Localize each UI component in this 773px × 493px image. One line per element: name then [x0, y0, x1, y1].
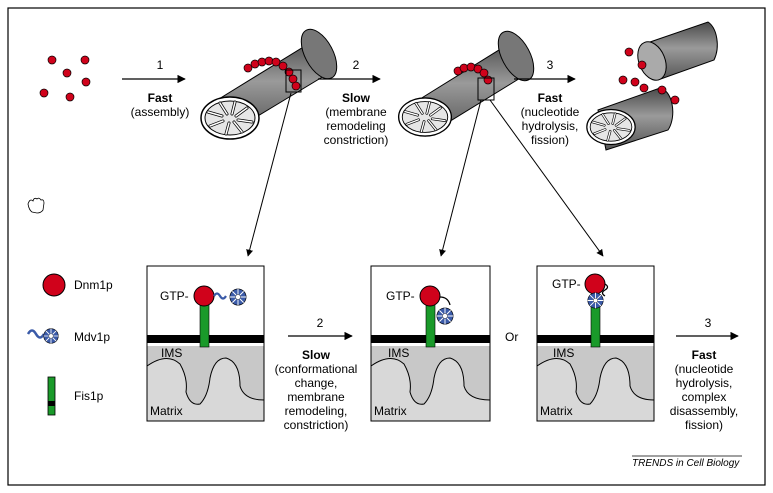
bottom-step-3-detail-1: (nucleotide	[674, 362, 734, 376]
dnm1p-legend-icon	[42, 273, 66, 297]
mitochondrion-tubule-1	[200, 28, 338, 140]
zoom-box-2	[477, 77, 495, 101]
panel-1-gtp-label: GTP-	[160, 289, 189, 303]
step-3-detail-1: (nucleotide	[520, 105, 580, 119]
hand-cursor-icon	[27, 197, 45, 214]
step-3-detail-3: fission)	[530, 133, 569, 147]
bottom-step-2-detail-5: constriction)	[283, 418, 349, 432]
panel-1-matrix-label: Matrix	[150, 404, 183, 418]
bottom-step-2-detail-3: membrane	[287, 390, 345, 404]
panel-2	[370, 265, 491, 422]
zoom-box-1	[285, 69, 302, 93]
step-2-detail-3: constriction)	[323, 133, 389, 147]
panel-3-ims-label: IMS	[553, 346, 575, 360]
step-1-detail: (assembly)	[130, 105, 190, 119]
step-3-number: 3	[546, 58, 554, 72]
or-label: Or	[505, 330, 519, 344]
mdv1p-legend-tail-icon	[26, 329, 46, 339]
step-1-number: 1	[156, 58, 164, 72]
bottom-step-2-detail-4: remodeling,	[284, 404, 348, 418]
bottom-step-3-detail-2: hydrolysis,	[675, 376, 733, 390]
bottom-step-2-number: 2	[316, 316, 324, 330]
panel-2-ims-label: IMS	[388, 346, 410, 360]
mitochondrion-tubule-2	[397, 30, 535, 137]
bottom-step-3-detail-4: disassembly,	[669, 404, 739, 418]
panel-2-gtp-label: GTP-	[386, 289, 415, 303]
step-2-speed: Slow	[341, 91, 370, 105]
bottom-step-2-detail-2: change,	[294, 376, 338, 390]
mdv1p-legend-icon	[43, 328, 59, 344]
mitochondrion-fragments	[586, 21, 718, 151]
panel-1-ims-label: IMS	[161, 346, 183, 360]
fis1p-legend-icon	[47, 376, 56, 416]
step-3-detail-2: hydrolysis,	[521, 119, 579, 133]
legend-dnm1p-label: Dnm1p	[74, 278, 113, 292]
step-2-detail-2: remodeling	[326, 119, 386, 133]
bottom-step-3-detail-3: complex	[681, 390, 727, 404]
bottom-step-2-speed: Slow	[301, 348, 330, 362]
step-2-detail-1: (membrane	[325, 105, 387, 119]
panel-3	[536, 265, 655, 422]
bottom-step-3-detail-5: fission)	[684, 418, 723, 432]
bottom-step-3-number: 3	[704, 316, 712, 330]
credit-label: TRENDS in Cell Biology	[632, 458, 740, 469]
panel-1	[146, 265, 265, 422]
panel-3-matrix-label: Matrix	[540, 404, 573, 418]
step-1-speed: Fast	[147, 91, 173, 105]
bottom-step-2-detail-1: (conformational	[274, 362, 358, 376]
bottom-step-3-speed: Fast	[691, 348, 717, 362]
legend-mdv1p-label: Mdv1p	[74, 330, 111, 344]
legend-fis1p-label: Fis1p	[74, 389, 104, 403]
panel-3-gtp-label: GTP-	[552, 277, 581, 291]
panel-2-matrix-label: Matrix	[374, 404, 407, 418]
dnm1p-monomers-free	[39, 55, 91, 102]
step-3-speed: Fast	[537, 91, 563, 105]
step-2-number: 2	[352, 58, 360, 72]
legend-graphics	[26, 273, 66, 416]
zoom-arrows	[246, 92, 604, 257]
